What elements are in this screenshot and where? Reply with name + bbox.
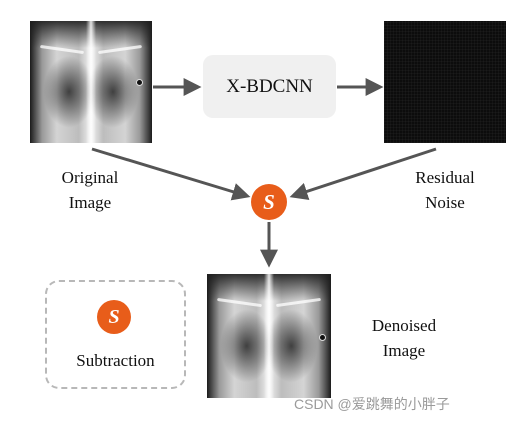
legend-operator-symbol: S bbox=[108, 305, 120, 328]
legend-box: S Subtraction bbox=[45, 280, 186, 389]
arrow-original-to-operator bbox=[91, 147, 251, 201]
original-image-label: Original Image bbox=[40, 165, 140, 215]
residual-noise-label: Residual Noise bbox=[393, 165, 497, 215]
denoised-label-line1: Denoised bbox=[371, 316, 437, 335]
x-bdcnn-label: X-BDCNN bbox=[226, 75, 313, 97]
denoised-label-line2: Image bbox=[382, 341, 426, 360]
watermark: CSDN @爱跳舞的小胖子 bbox=[294, 396, 450, 412]
denoised-image bbox=[207, 274, 331, 398]
original-label-line1: Original bbox=[61, 168, 119, 187]
subtraction-operator: S bbox=[251, 184, 287, 220]
denoised-image-label: Denoised Image bbox=[352, 313, 456, 363]
legend-label: Subtraction bbox=[76, 351, 155, 370]
residual-noise-image bbox=[384, 21, 506, 143]
operator-symbol: S bbox=[263, 189, 275, 214]
x-bdcnn-block: X-BDCNN bbox=[203, 55, 336, 118]
arrow-noise-to-operator bbox=[289, 147, 437, 201]
original-label-line2: Image bbox=[68, 193, 112, 212]
residual-label-line1: Residual bbox=[415, 168, 475, 187]
original-image bbox=[30, 21, 152, 143]
legend-operator: S bbox=[97, 300, 131, 334]
residual-label-line2: Noise bbox=[425, 193, 465, 212]
